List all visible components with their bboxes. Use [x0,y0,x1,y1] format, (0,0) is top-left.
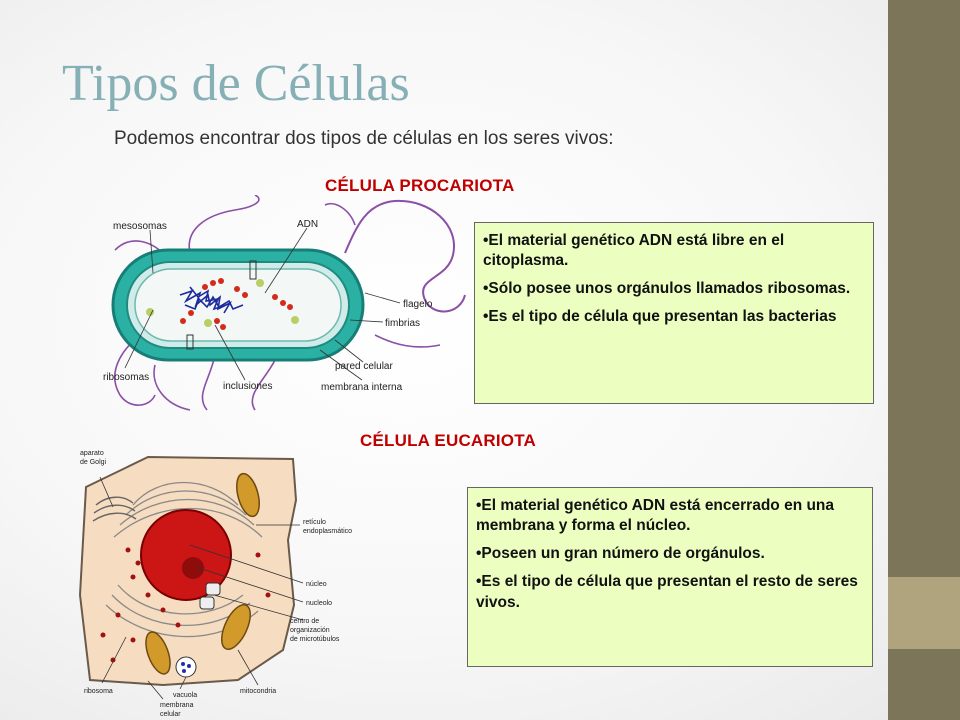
label-reticulo: retículo [303,519,326,526]
eukaryote-point: •Poseen un gran número de orgánulos. [476,545,765,563]
label-adn: ADN [297,219,318,230]
prokaryote-point: •Sólo posee unos orgánulos llamados ribo… [483,280,851,298]
prokaryote-point: •El material genético ADN está libre en … [483,232,785,270]
label-reticulo: endoplasmático [303,528,352,535]
label-vacuola: vacuola [173,692,197,699]
label-mesosomas: mesosomas [113,221,167,232]
label-membrana-celular: membrana [160,702,194,709]
label-golgi: de Golgi [80,459,107,466]
label-flagelo: flagelo [403,299,433,310]
label-nucleo: núcleo [306,581,327,588]
label-inclusiones: inclusiones [223,381,272,392]
prokaryote-point: •Es el tipo de célula que presentan las … [483,308,837,326]
slide-subtitle: Podemos encontrar dos tipos de células e… [114,128,614,149]
eukaryote-diagram: aparato de Golgi retículo endoplasmático… [78,450,352,718]
eukaryote-info-box: •El material genético ADN está encerrado… [467,487,873,667]
label-centro-microtubulos: de microtúbulos [290,636,340,643]
label-centro-microtubulos: organización [290,627,330,634]
prokaryote-diagram: mesosomas ADN flagelo fimbrias pared cel… [103,195,466,411]
label-mitocondria: mitocondria [240,688,276,695]
label-ribosoma: ribosoma [84,688,113,695]
side-decoration-accent [888,577,960,649]
prokaryote-info-box: •El material genético ADN está libre en … [474,222,874,404]
label-golgi: aparato [80,450,104,457]
label-pared-celular: pared celular [335,361,393,372]
label-fimbrias: fimbrias [385,318,420,329]
slide-title: Tipos de Células [62,55,410,112]
label-nucleolo: nucleolo [306,600,332,607]
eukaryote-point: •Es el tipo de célula que presentan el r… [476,573,858,611]
label-membrana-celular: celular [160,711,181,718]
label-ribosomas: ribosomas [103,372,149,383]
eukaryote-point: •El material genético ADN está encerrado… [476,497,835,535]
label-membrana-interna: membrana interna [321,382,403,393]
eukaryote-heading: CÉLULA EUCARIOTA [360,431,537,450]
prokaryote-heading: CÉLULA PROCARIOTA [325,176,515,195]
label-centro-microtubulos: centro de [290,618,319,625]
